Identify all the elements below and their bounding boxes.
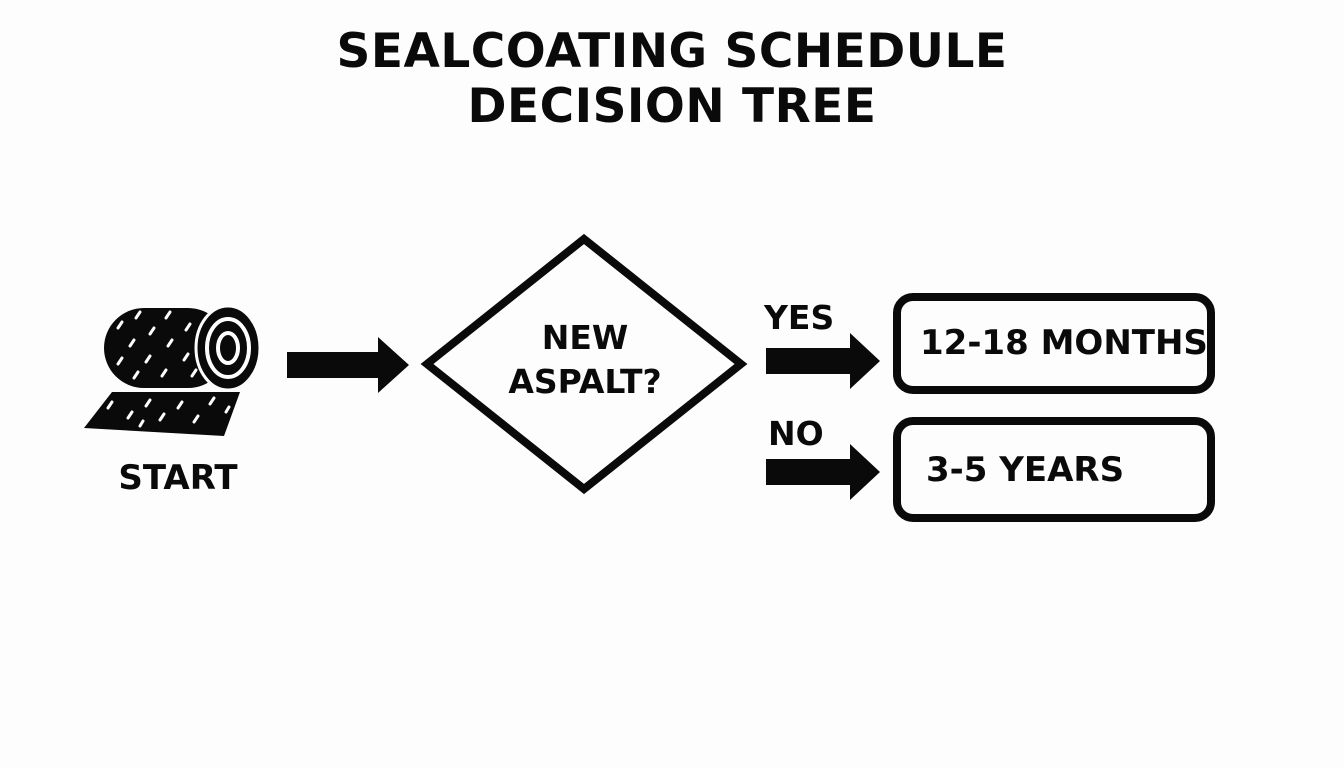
decision-question: NEW ASPALT? bbox=[470, 316, 700, 404]
title-line-1: SEALCOATING SCHEDULE bbox=[336, 24, 1008, 79]
asphalt-roll-icon bbox=[84, 304, 262, 436]
decision-diamond bbox=[420, 233, 748, 495]
no-branch-label: NO bbox=[768, 414, 824, 453]
decision-line-1: NEW bbox=[541, 318, 629, 357]
arrow-start-to-decision bbox=[287, 337, 409, 393]
start-label: START bbox=[118, 458, 238, 498]
arrow-no bbox=[766, 444, 880, 500]
decision-line-2: ASPALT? bbox=[508, 362, 662, 401]
arrow-yes bbox=[766, 333, 880, 389]
outcome-no-text: 3-5 YEARS bbox=[926, 450, 1125, 490]
outcome-box-no bbox=[893, 417, 1215, 522]
outcome-box-yes bbox=[893, 293, 1215, 394]
diagram-title: SEALCOATING SCHEDULE DECISION TREE bbox=[0, 24, 1344, 134]
title-line-2: DECISION TREE bbox=[467, 79, 877, 134]
yes-branch-label: YES bbox=[764, 298, 835, 337]
outcome-yes-text: 12-18 MONTHS bbox=[920, 323, 1208, 363]
